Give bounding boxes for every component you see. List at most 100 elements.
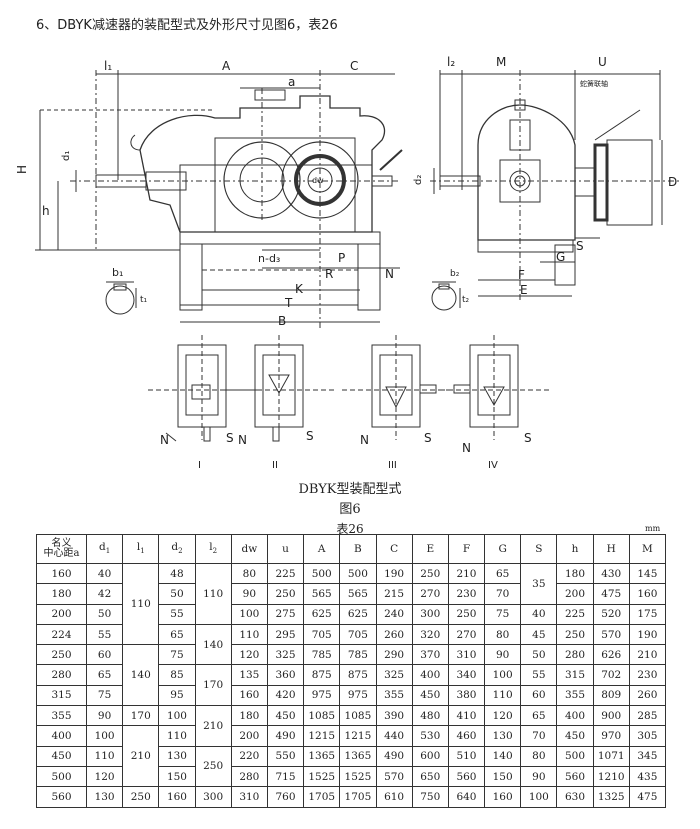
table-cell: 210 xyxy=(447,562,486,585)
table-caption: 表26 xyxy=(336,522,364,536)
table-cell: 120 xyxy=(85,765,124,788)
form-iii xyxy=(342,335,452,440)
table-cell: 55 xyxy=(158,603,196,625)
table-cell: 45 xyxy=(520,623,558,646)
table-cell: 390 xyxy=(375,705,413,727)
table-cell: 110 xyxy=(122,562,160,646)
table-cell: 1215 xyxy=(303,725,341,747)
table-cell: 160 xyxy=(36,562,87,585)
table-header-cell: 名义 中心距a xyxy=(36,534,87,564)
table-cell: 100 xyxy=(520,786,558,808)
table-cell: 210 xyxy=(122,725,160,788)
table-cell: 450 xyxy=(36,745,87,767)
table-cell: 70 xyxy=(520,725,558,747)
table-cell: 50 xyxy=(158,583,196,605)
table-cell: 440 xyxy=(375,725,413,747)
form-ii xyxy=(225,335,335,442)
table-cell: 120 xyxy=(484,705,522,727)
table-cell: 809 xyxy=(592,684,630,707)
table-cell: 75 xyxy=(158,644,196,666)
table-header-cell: G xyxy=(484,534,522,564)
table-cell: 190 xyxy=(375,562,413,585)
table-header-cell: dw xyxy=(230,534,268,564)
table-cell: 355 xyxy=(375,684,413,707)
table-cell: 90 xyxy=(85,705,124,727)
table-cell: 975 xyxy=(339,684,377,707)
table-cell: 1705 xyxy=(339,786,377,808)
table-cell: 520 xyxy=(592,603,630,625)
table-header-cell: E xyxy=(411,534,449,564)
table-cell: 80 xyxy=(520,745,558,767)
label-nd3: n-d₃ xyxy=(258,252,280,265)
table-cell: 355 xyxy=(556,684,594,707)
table-cell: 626 xyxy=(592,644,630,666)
label-t2: t₂ xyxy=(462,295,470,305)
table-cell: 345 xyxy=(628,745,667,767)
table-cell: 170 xyxy=(122,705,160,727)
label-P: P xyxy=(338,251,345,265)
table-cell: 430 xyxy=(592,562,630,585)
table-cell: 110 xyxy=(194,563,232,625)
label-A: A xyxy=(222,59,231,73)
table-cell: 450 xyxy=(556,725,594,747)
table-cell: 355 xyxy=(36,705,87,727)
table-cell: 315 xyxy=(36,684,87,707)
table-cell: 130 xyxy=(484,725,522,747)
table-cell: 200 xyxy=(36,603,87,625)
table-cell: 100 xyxy=(484,664,522,686)
table-cell: 640 xyxy=(447,786,486,808)
table-cell: 160 xyxy=(628,583,667,605)
form-i xyxy=(148,335,258,442)
table-cell: 785 xyxy=(339,644,377,666)
table-cell: 1525 xyxy=(303,765,341,788)
table-cell: 480 xyxy=(411,705,449,727)
table-header-cell: H xyxy=(592,534,630,564)
table-cell: 250 xyxy=(447,603,486,625)
table-cell: 475 xyxy=(592,583,630,605)
table-cell: 210 xyxy=(628,644,667,666)
table-cell: 650 xyxy=(411,765,449,788)
table-cell: 1071 xyxy=(592,745,630,767)
table-cell: 160 xyxy=(484,786,522,808)
form-i-n: N xyxy=(160,433,169,447)
table-cell: 250 xyxy=(266,583,305,605)
table-cell: 410 xyxy=(447,705,486,727)
table-cell: 65 xyxy=(520,705,558,727)
figure-caption: 图6 xyxy=(339,502,361,517)
table-cell: 315 xyxy=(556,664,594,686)
table-cell: 625 xyxy=(303,603,341,625)
table-cell: 230 xyxy=(447,583,486,605)
form-i-s: S xyxy=(226,431,234,445)
table-cell: 300 xyxy=(411,603,449,625)
label-M: M xyxy=(496,55,506,69)
label-d2: d₂ xyxy=(413,175,424,185)
table-cell: 225 xyxy=(266,562,305,585)
table-cell: 55 xyxy=(520,664,558,686)
table-cell: 625 xyxy=(339,603,377,625)
table-cell: 90 xyxy=(520,765,558,788)
table-cell: 110 xyxy=(230,623,268,646)
table-cell: 1325 xyxy=(592,786,630,808)
label-coupling: 蛇簧联轴 xyxy=(580,79,608,88)
table-cell: 90 xyxy=(230,583,268,605)
label-D: D xyxy=(668,175,677,189)
table-cell: 290 xyxy=(375,644,413,666)
table-header-cell: l2 xyxy=(194,534,232,564)
table-cell: 1365 xyxy=(339,745,377,767)
form-i-roman: I xyxy=(198,460,201,471)
form-iv-s: S xyxy=(524,431,532,445)
label-H: H xyxy=(15,165,29,174)
table-cell: 260 xyxy=(628,684,667,707)
table-cell: 705 xyxy=(339,623,377,646)
form-ii-n: N xyxy=(238,433,247,447)
table-cell: 325 xyxy=(266,644,305,666)
table-cell: 1085 xyxy=(303,705,341,727)
table-cell: 500 xyxy=(556,745,594,767)
table-cell: 600 xyxy=(411,745,449,767)
label-t1: t₁ xyxy=(140,295,148,305)
front-view xyxy=(35,70,403,330)
